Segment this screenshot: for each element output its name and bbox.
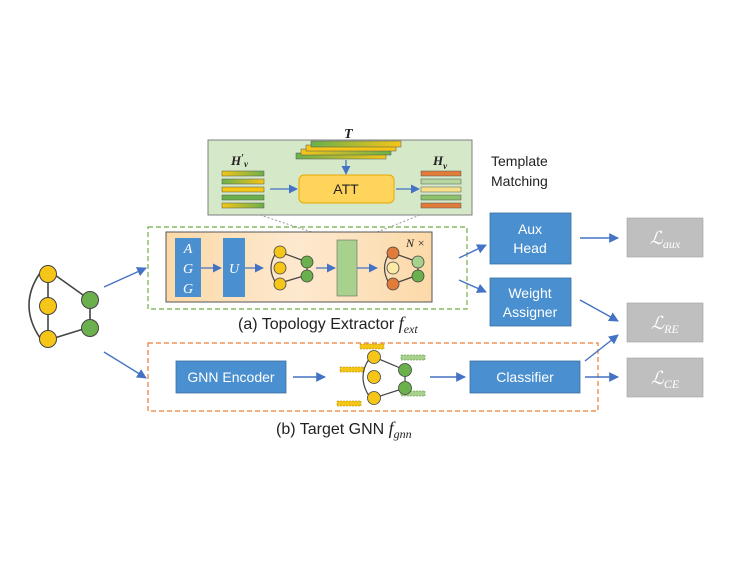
classifier-label: Classifier — [496, 369, 554, 385]
t-label: T — [344, 127, 354, 142]
agg-letter: G — [183, 282, 193, 297]
target-caption: (b) Target GNN fgnn — [276, 418, 412, 441]
loss-ce-label: ℒCE — [651, 368, 680, 391]
h-prime-label: H′v — [230, 153, 249, 169]
att-label: ATT — [333, 181, 359, 197]
classifier-box — [469, 360, 581, 394]
input-graph — [28, 265, 99, 348]
embedded-graph — [336, 343, 426, 407]
agg-box — [175, 238, 201, 297]
extractor-caption: (a) Topology Extractor fext — [238, 313, 418, 336]
h-stack — [420, 170, 462, 209]
weight-assigner-box — [489, 277, 572, 327]
gnn-encoder-box — [175, 360, 287, 394]
gnn-encoder-label: GNN Encoder — [187, 369, 274, 385]
n-times-label: N × — [405, 236, 425, 250]
intermediate-graph — [270, 245, 314, 291]
loss-aux-box — [626, 217, 704, 258]
loss-aux-label: ℒaux — [650, 228, 681, 251]
agg-letter: A — [183, 242, 193, 257]
att-box — [298, 174, 395, 204]
extractor-dashed-border — [147, 226, 468, 310]
u-box — [223, 238, 245, 297]
loss-re-box — [626, 302, 704, 343]
u-label: U — [229, 262, 240, 277]
h-prime-stack — [221, 170, 265, 209]
template-stack — [295, 140, 402, 160]
template-matching-block — [336, 239, 358, 297]
aux-head-box — [489, 212, 572, 265]
agg-letter: G — [183, 262, 193, 277]
loss-ce-box — [626, 357, 704, 398]
h-label: Hv — [432, 153, 448, 171]
output-graph — [383, 246, 425, 291]
loss-re-label: ℒRE — [651, 313, 679, 336]
template-matching-panel: H′v T ATT Hv — [207, 127, 473, 216]
